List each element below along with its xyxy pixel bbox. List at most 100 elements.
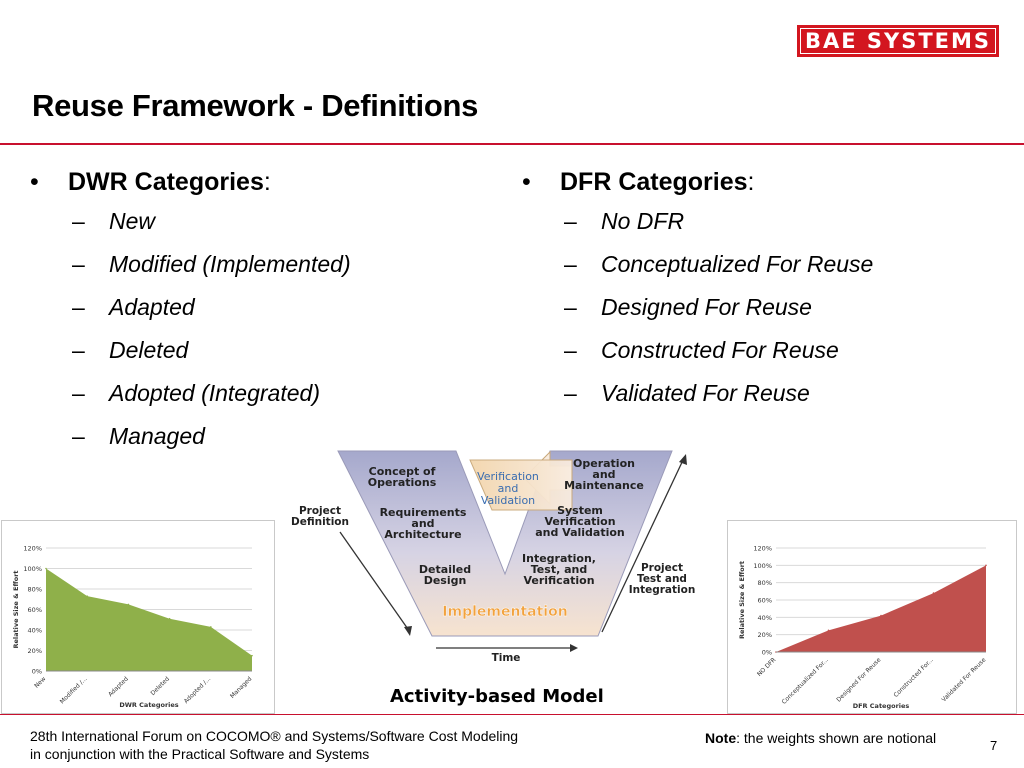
y-tick-label: 60%	[28, 606, 42, 614]
system-vv-label-3: and Validation	[535, 526, 625, 539]
dash-icon: –	[564, 208, 577, 234]
y-tick-label: 80%	[28, 586, 42, 594]
dfr-heading-row: • DFR Categories:	[522, 168, 873, 208]
dwr-item: New	[109, 208, 156, 234]
footer-divider	[0, 714, 1024, 715]
dash-icon: –	[72, 208, 85, 234]
dwr-column: • DWR Categories: –New –Modified (Implem…	[30, 168, 351, 466]
dash-icon: –	[72, 294, 85, 320]
data-point	[45, 567, 47, 570]
dfr-heading-suffix: :	[747, 168, 755, 196]
x-tick-label: Designed For Reuse	[835, 656, 882, 703]
concept-label-1: Concept of	[369, 465, 436, 478]
y-tick-label: 0%	[762, 649, 772, 657]
verification-label-2: and	[498, 482, 519, 495]
y-tick-label: 40%	[28, 627, 42, 635]
dfr-heading: DFR Categories	[560, 168, 748, 196]
dfr-column: • DFR Categories: –No DFR –Conceptualize…	[522, 168, 873, 423]
dfr-item: No DFR	[601, 208, 685, 234]
operation-label-2: and	[592, 468, 615, 481]
dwr-item: Modified (Implemented)	[109, 251, 351, 277]
page-number: 7	[990, 738, 998, 753]
dwr-heading-row: • DWR Categories:	[30, 168, 351, 208]
data-point	[86, 595, 88, 597]
x-axis-title: DFR Categories	[853, 702, 910, 710]
dash-icon: –	[72, 337, 85, 363]
v-shape	[337, 450, 673, 637]
x-axis-title: DWR Categories	[119, 701, 178, 709]
list-item: –No DFR	[522, 208, 873, 251]
project-test-arrow	[601, 457, 685, 633]
project-test-label-2: Test and	[637, 573, 687, 585]
x-tick-label: Adapted	[107, 675, 130, 698]
slide-title: Reuse Framework - Definitions	[32, 88, 479, 123]
concept-label-2: Operations	[368, 476, 437, 489]
dwr-item: Adopted (Integrated)	[109, 380, 320, 406]
integration-label-2: Test, and	[531, 563, 587, 576]
project-definition-label-2: Definition	[291, 516, 349, 528]
y-tick-label: 120%	[23, 545, 42, 553]
dfr-item: Validated For Reuse	[601, 380, 810, 406]
logo-border	[800, 28, 996, 54]
v-model-caption: Activity-based Model	[390, 686, 604, 707]
requirements-label-1: Requirements	[380, 506, 467, 519]
list-item: –Designed For Reuse	[522, 294, 873, 337]
project-test-arrowhead	[679, 454, 687, 465]
list-item: –Deleted	[30, 337, 351, 380]
project-test-label-3: Integration	[629, 584, 696, 596]
detailed-label-2: Design	[424, 574, 467, 587]
data-point	[251, 654, 253, 657]
x-tick-label: Validated For Reuse	[940, 656, 987, 703]
footer-note: Note: the weights shown are notional	[705, 730, 936, 746]
data-point	[880, 614, 882, 617]
dash-icon: –	[72, 251, 85, 277]
dwr-heading-suffix: :	[263, 168, 271, 196]
x-tick-label: NO DFR	[756, 656, 777, 677]
integration-label-1: Integration,	[522, 552, 596, 565]
y-tick-label: 20%	[758, 631, 772, 639]
data-point	[827, 629, 830, 632]
project-definition-label-1: Project	[299, 505, 341, 517]
list-item: –New	[30, 208, 351, 251]
x-tick-label: Conceptualized For...	[781, 656, 830, 705]
y-axis-title: Relative Size & Effort	[738, 561, 746, 639]
data-point	[985, 564, 987, 567]
dwr-heading: DWR Categories	[68, 168, 264, 196]
note-label: Note	[705, 730, 737, 746]
dfr-item: Constructed For Reuse	[601, 337, 839, 363]
dash-icon: –	[72, 423, 85, 449]
footer-line-1: 28th International Forum on COCOMO® and …	[30, 728, 519, 744]
detailed-label-1: Detailed	[419, 563, 471, 576]
dfr-item: Conceptualized For Reuse	[601, 251, 874, 277]
data-point	[168, 617, 171, 620]
x-tick-label: Managed	[229, 675, 254, 700]
dash-icon: –	[564, 380, 577, 406]
bae-systems-logo: BAE SYSTEMS	[797, 25, 999, 57]
list-item: –Validated For Reuse	[522, 380, 873, 423]
integration-label-3: Verification	[523, 574, 594, 587]
project-test-label-1: Project	[641, 562, 683, 574]
v-model-diagram: Verification and Validation Concept of O…	[291, 450, 696, 664]
time-label: Time	[492, 652, 521, 664]
bullet-icon: •	[30, 168, 39, 196]
bullet-icon: •	[522, 168, 531, 196]
x-tick-label: Constructed For...	[892, 656, 935, 699]
y-tick-label: 40%	[758, 614, 772, 622]
y-tick-label: 100%	[23, 565, 42, 573]
logo-text: BAE SYSTEMS	[804, 29, 992, 53]
y-axis-title: Relative Size & Effort	[12, 570, 20, 648]
list-item: –Adopted (Integrated)	[30, 380, 351, 423]
dwr-item: Adapted	[109, 294, 195, 320]
operation-label-1: Operation	[573, 457, 635, 470]
x-tick-label: Modified /...	[59, 675, 89, 705]
dwr-item: Managed	[109, 423, 205, 449]
x-tick-label: New	[33, 675, 47, 689]
list-item: –Adapted	[30, 294, 351, 337]
title-divider	[0, 143, 1024, 145]
implementation-label: Implementation	[442, 604, 567, 620]
data-point	[932, 592, 935, 594]
dash-icon: –	[72, 380, 85, 406]
